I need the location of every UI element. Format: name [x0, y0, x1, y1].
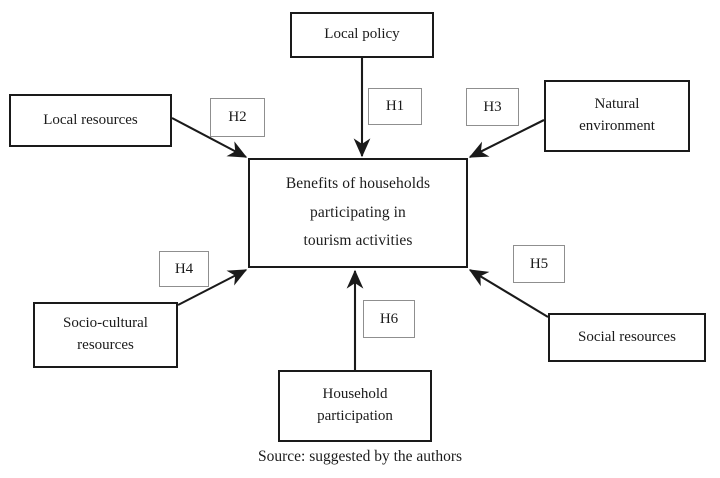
- node-box-local-resources: Local resources: [9, 94, 172, 147]
- node-label-local-resources: Local resources: [43, 111, 138, 128]
- hypothesis-label-h3: H3: [483, 98, 502, 115]
- core-construct-label: Benefits of households participating in …: [285, 174, 431, 250]
- hypothesis-tag-h1: H1: [368, 88, 422, 125]
- hypothesis-tag-h6: H6: [363, 300, 415, 338]
- hypothesis-label-h4: H4: [174, 260, 194, 277]
- hypothesis-tag-h2: H2: [210, 98, 265, 137]
- hypothesis-tag-h5: H5: [513, 245, 565, 283]
- node-label-social-resources: Social resources: [578, 328, 676, 345]
- node-box-socio-cultural-resources: Socio-cultural resources: [33, 302, 178, 368]
- node-box-social-resources: Social resources: [548, 313, 706, 362]
- source-caption: Source: suggested by the authors: [257, 448, 463, 465]
- node-label-natural-environment: Natural environment: [579, 96, 655, 134]
- node-label-household-participation: Household participation: [317, 386, 393, 424]
- hypothesis-label-h1: H1: [385, 98, 405, 114]
- core-construct-box: Benefits of households participating in …: [248, 158, 468, 268]
- node-label-local-policy: Local policy: [324, 26, 400, 43]
- node-box-household-participation: Household participation: [278, 370, 432, 442]
- hypothesis-label-h6: H6: [379, 310, 399, 327]
- hypothesis-tag-h4: H4: [159, 251, 209, 287]
- node-label-socio-cultural-resources: Socio-cultural resources: [63, 315, 148, 353]
- hypothesis-label-h5: H5: [529, 255, 549, 272]
- hypothesis-label-h2: H2: [228, 109, 247, 125]
- node-box-local-policy: Local policy: [290, 12, 434, 58]
- hypothesis-tag-h3: H3: [466, 88, 519, 126]
- node-box-natural-environment: Natural environment: [544, 80, 690, 152]
